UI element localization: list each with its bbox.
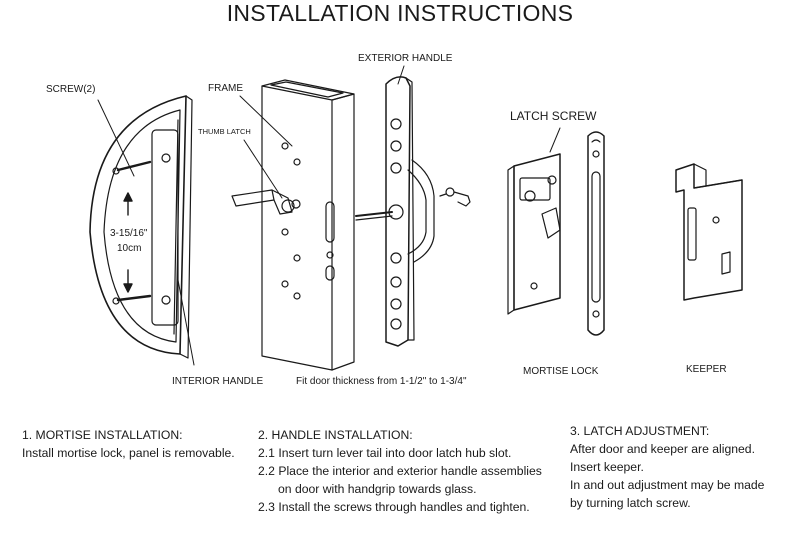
step-heading: 3. LATCH ADJUSTMENT: <box>570 424 710 438</box>
page-title: INSTALLATION INSTRUCTIONS <box>226 0 574 26</box>
frame-label: FRAME <box>208 83 243 94</box>
dimension-arrows <box>123 192 133 293</box>
door-thickness-note: Fit door thickness from 1-1/2" to 1-3/4" <box>296 376 467 387</box>
interior-handle-label: INTERIOR HANDLE <box>172 376 264 387</box>
step-heading: 1. MORTISE INSTALLATION: <box>22 428 183 442</box>
step-mortise-installation: 1. MORTISE INSTALLATION: Install mortise… <box>22 426 235 462</box>
key-drawing <box>439 187 471 207</box>
step-line: After door and keeper are aligned. <box>570 442 755 456</box>
interior-handle-drawing <box>89 95 193 359</box>
dimension-imperial-label: 3-15/16" <box>110 228 148 239</box>
latch-screw-label: LATCH SCREW <box>510 109 597 123</box>
step-line: 2.3 Install the screws through handles a… <box>258 500 530 514</box>
step-line: by turning latch screw. <box>570 496 691 510</box>
step-line: In and out adjustment may be made <box>570 478 765 492</box>
step-line: Insert keeper. <box>570 460 644 474</box>
thumb-latch-drawing <box>231 189 301 215</box>
thumb-latch-label: THUMB LATCH <box>198 127 251 136</box>
exterior-handle-label: EXTERIOR HANDLE <box>358 53 453 64</box>
dimension-metric-label: 10cm <box>117 243 142 254</box>
mortise-lock-drawing <box>507 131 605 336</box>
step-heading: 2. HANDLE INSTALLATION: <box>258 428 413 442</box>
step-line: 2.1 Insert turn lever tail into door lat… <box>258 446 512 460</box>
step-line: on door with handgrip towards glass. <box>278 482 477 496</box>
keeper-label: KEEPER <box>686 364 727 375</box>
exterior-handle-drawing <box>355 76 435 347</box>
step-line: 2.2 Place the interior and exterior hand… <box>258 464 542 478</box>
mortise-lock-label: MORTISE LOCK <box>523 366 599 377</box>
screw-label: SCREW(2) <box>46 84 96 95</box>
step-latch-adjustment: 3. LATCH ADJUSTMENT: After door and keep… <box>570 422 764 512</box>
leader-lines <box>97 65 561 366</box>
keeper-drawing <box>675 163 743 301</box>
screw-drawings <box>112 160 152 305</box>
frame-drawing <box>261 79 355 371</box>
step-handle-installation: 2. HANDLE INSTALLATION: 2.1 Insert turn … <box>258 426 542 516</box>
step-line: Install mortise lock, panel is removable… <box>22 446 235 460</box>
